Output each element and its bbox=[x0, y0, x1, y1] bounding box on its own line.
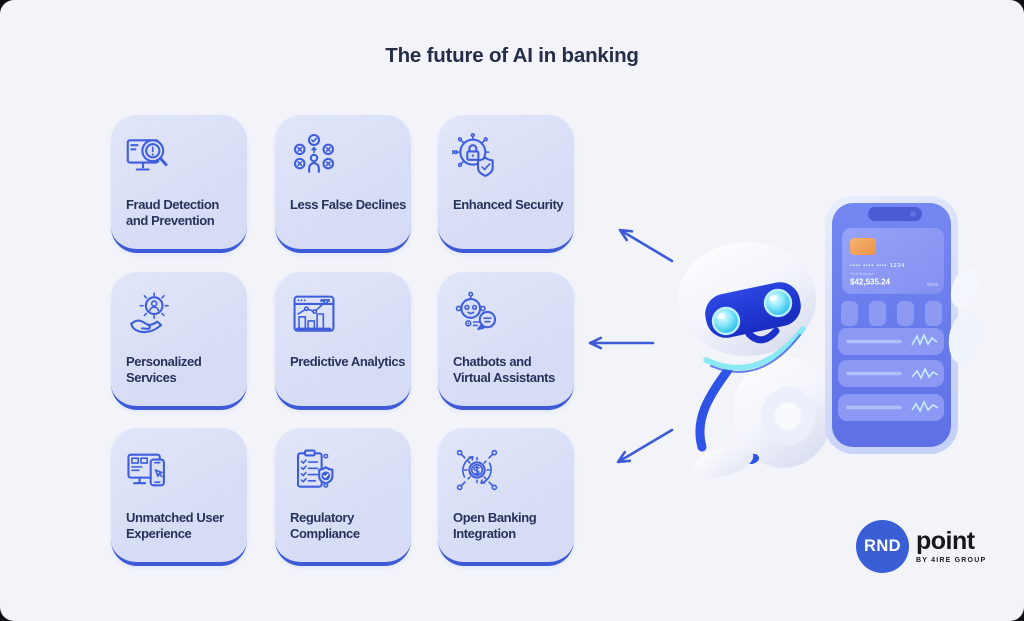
brand-logo: RND point BY 4IRE GROUP bbox=[856, 520, 986, 573]
card-enhanced-security: Enhanced Security bbox=[438, 115, 574, 253]
phone-illustration: •••• •••• •••• 1234 Total Balance $42,53… bbox=[825, 196, 980, 454]
app-shortcuts bbox=[841, 301, 942, 326]
card-label: Enhanced Security bbox=[453, 197, 564, 212]
logo-tagline: BY 4IRE GROUP bbox=[916, 557, 987, 564]
monitor-phone-cursor-icon bbox=[127, 453, 165, 487]
card-expiry: 09/25 bbox=[927, 282, 939, 287]
card-label: Less False Declines bbox=[290, 197, 406, 212]
card-balance-label: Total Balance bbox=[850, 271, 875, 276]
robot-hand bbox=[692, 446, 760, 478]
card-unmatched-ux: Unmatched User Experience bbox=[111, 428, 247, 566]
app-shortcut bbox=[925, 301, 942, 326]
robot-illustration bbox=[678, 242, 833, 478]
hand-gear-user-icon bbox=[130, 292, 169, 334]
declined-users-check-icon bbox=[293, 133, 335, 173]
browser-chart-icon bbox=[293, 295, 335, 332]
card-label: Chatbots and Virtual Assistants bbox=[453, 354, 555, 385]
app-shortcut bbox=[897, 301, 914, 326]
sparkline bbox=[911, 367, 939, 380]
arrow-to-chatbots bbox=[588, 336, 655, 350]
card-less-false-declines: Less False Declines bbox=[275, 115, 411, 253]
robot-mouth bbox=[745, 327, 780, 344]
card-label: Unmatched User Experience bbox=[126, 510, 224, 541]
card-label: Personalized Services bbox=[126, 354, 202, 385]
card-predictive-analytics: Predictive Analytics bbox=[275, 272, 411, 410]
sparkline bbox=[911, 400, 939, 413]
robot-eye-left bbox=[711, 306, 741, 336]
card-label: Regulatory Compliance bbox=[290, 510, 360, 541]
card-chatbots: Chatbots and Virtual Assistants bbox=[438, 272, 574, 410]
card-label: Predictive Analytics bbox=[290, 354, 406, 369]
robot-head bbox=[678, 242, 816, 374]
logo-name: point bbox=[916, 527, 975, 555]
card-regulatory-compliance: Regulatory Compliance bbox=[275, 428, 411, 566]
card-personalized-services: Personalized Services bbox=[111, 272, 247, 410]
card-label: Fraud Detection and Prevention bbox=[126, 197, 219, 228]
robot-arm bbox=[695, 365, 733, 452]
card-label: Open Banking Integration bbox=[453, 510, 537, 541]
card-number: •••• •••• •••• 1234 bbox=[850, 263, 905, 269]
transaction-rows bbox=[838, 328, 944, 421]
phone-notch bbox=[868, 207, 922, 221]
card-chip bbox=[850, 238, 876, 255]
robot-right-hand-fingers bbox=[948, 312, 980, 364]
sparkline bbox=[911, 333, 938, 347]
bank-card: •••• •••• •••• 1234 Total Balance $42,53… bbox=[842, 228, 944, 294]
robot-scarf bbox=[703, 326, 806, 374]
chatbot-speech-bubble-icon bbox=[455, 291, 497, 330]
transaction-row bbox=[838, 394, 944, 421]
card-balance: $42,535.24 bbox=[850, 278, 891, 287]
card-fraud-detection: Fraud Detection and Prevention bbox=[111, 115, 247, 253]
lock-shield-circuit-icon bbox=[452, 132, 494, 177]
card-open-banking: Open Banking Integration bbox=[438, 428, 574, 566]
app-shortcut bbox=[869, 301, 886, 326]
logo-text: point BY 4IRE GROUP bbox=[916, 527, 987, 565]
robot-eye-right bbox=[763, 288, 793, 318]
transaction-row bbox=[838, 360, 944, 387]
logo-badge: RND bbox=[856, 520, 909, 573]
transaction-row bbox=[838, 328, 944, 355]
robot-right-hand-thumb bbox=[950, 267, 980, 309]
robot-body bbox=[733, 356, 833, 468]
gear-dollar-sync-icon bbox=[456, 449, 498, 491]
checklist-shield-icon bbox=[296, 449, 334, 488]
monitor-fraud-scan-icon bbox=[126, 139, 168, 171]
page-title: The future of AI in banking bbox=[385, 44, 639, 67]
app-shortcut bbox=[841, 301, 858, 326]
